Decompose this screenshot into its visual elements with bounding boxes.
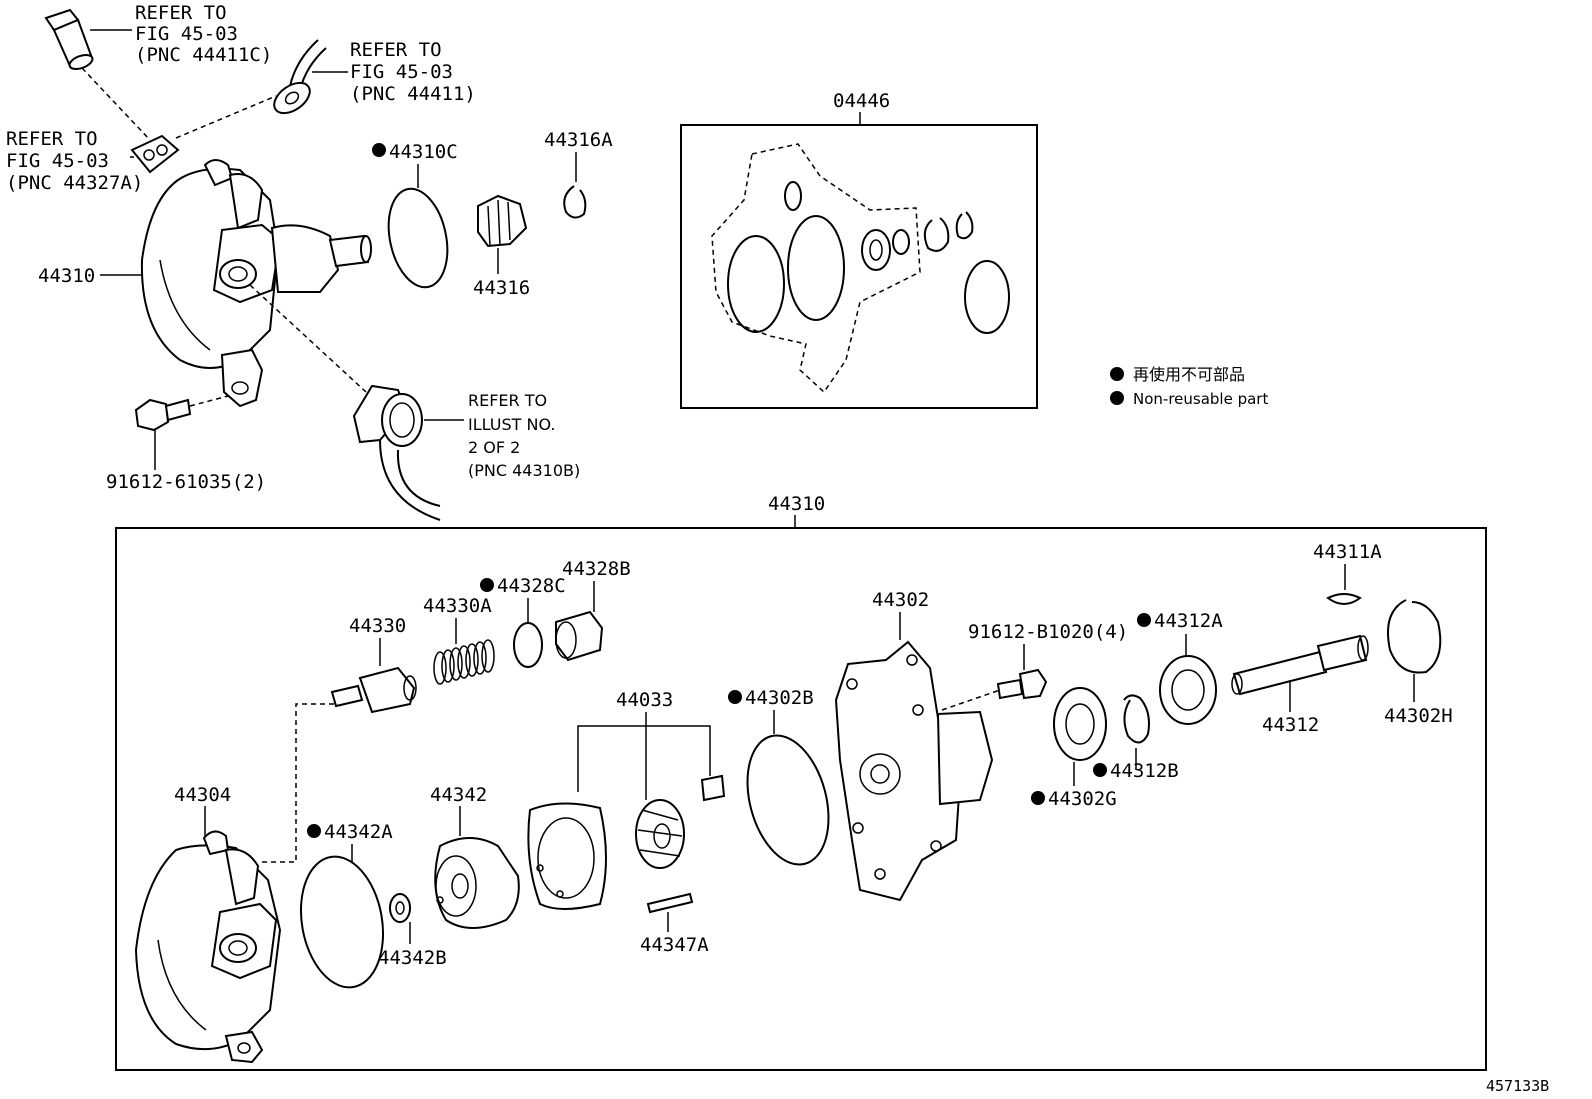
pump-shaft-icon: [1231, 634, 1369, 696]
woodruff-key-icon: [1326, 593, 1362, 605]
ref-line-4: (PNC 44310B): [468, 461, 580, 480]
pulley-nut-icon: [477, 194, 528, 248]
non-reusable-dot-icon: [307, 824, 321, 838]
flow-control-valve-icon: [330, 666, 417, 714]
cam-ring-icon: [527, 802, 607, 910]
ref-line-3: 2 OF 2: [468, 438, 520, 457]
flange-bolt-icon: [134, 398, 192, 432]
non-reusable-dot-icon: [372, 143, 386, 157]
seal-icon: [892, 229, 910, 255]
reference-banjo-bolt: REFER TO FIG 45-03 (PNC 44411C): [135, 2, 272, 66]
legend-en: Non-reusable part: [1133, 390, 1268, 408]
ref-line-3: (PNC 44327A): [6, 172, 143, 194]
legend-jp: 再使用不可部品: [1133, 365, 1245, 384]
part-label-44330a: 44330A: [423, 595, 492, 617]
figure-id: 457133B: [1486, 1077, 1549, 1095]
legend: 再使用不可部品 Non-reusable part: [1110, 365, 1268, 408]
ref-line-1: REFER TO: [350, 39, 442, 61]
assembly-box-frame: [115, 527, 1487, 1071]
non-reusable-dot-icon: [1093, 763, 1107, 777]
rear-housing-icon: [134, 830, 282, 1064]
pin-icon: [646, 892, 694, 914]
non-reusable-dot-icon: [1110, 391, 1124, 405]
ref-line-3: (PNC 44411): [350, 83, 476, 105]
ref-line-2: FIG 45-03: [135, 23, 238, 45]
seal-icon: [389, 893, 411, 923]
non-reusable-dot-icon: [1110, 367, 1124, 381]
part-label-04446: 04446: [833, 90, 890, 112]
o-ring-icon: [387, 187, 449, 289]
part-label-44310c: 44310C: [389, 141, 458, 163]
hose-union-icon: [273, 39, 327, 115]
part-label-44033: 44033: [616, 689, 673, 711]
plug-icon: [555, 610, 604, 662]
spring-icon: [433, 639, 495, 685]
part-label-44302h: 44302H: [1384, 705, 1453, 727]
part-label-44347a: 44347A: [640, 934, 709, 956]
bearing-icon: [1053, 687, 1107, 761]
snap-ring-icon: [955, 211, 974, 240]
part-label-44312: 44312: [1262, 714, 1319, 736]
o-ring-icon: [299, 855, 385, 989]
ref-line-1: REFER TO: [468, 391, 547, 410]
part-label-44328c: 44328C: [497, 575, 566, 597]
o-ring-icon: [964, 260, 1010, 334]
part-label-44342a: 44342A: [324, 821, 393, 843]
flange-bolt-icon: [996, 668, 1048, 700]
bearing-icon: [1159, 655, 1217, 725]
ref-line-1: REFER TO: [135, 2, 227, 24]
non-reusable-dot-icon: [480, 578, 494, 592]
reference-hose-union: REFER TO FIG 45-03 (PNC 44411): [350, 39, 476, 105]
part-label-44302b: 44302B: [745, 687, 814, 709]
part-label-44316: 44316: [473, 277, 530, 299]
non-reusable-dot-icon: [1031, 791, 1045, 805]
pump-assembly-illustration: [44, 8, 464, 521]
part-label-44312a: 44312A: [1154, 610, 1223, 632]
part-label-44304: 44304: [174, 784, 231, 806]
part-label-44342b: 44342B: [378, 947, 447, 969]
part-label-44302g: 44302G: [1048, 788, 1117, 810]
suction-port-icon: [352, 384, 441, 521]
ref-line-1: REFER TO: [6, 128, 98, 150]
non-reusable-dot-icon: [1137, 613, 1151, 627]
ref-line-2: FIG 45-03: [6, 150, 109, 172]
rotor-icon: [635, 799, 685, 869]
part-label-44330: 44330: [349, 615, 406, 637]
snap-ring-icon: [563, 185, 587, 219]
part-label-44311a: 44311A: [1313, 541, 1382, 563]
banjo-bolt-icon: [44, 8, 94, 70]
part-label-44316a: 44316A: [544, 129, 613, 151]
non-reusable-dot-icon: [728, 690, 742, 704]
part-label-bolt: 91612-61035(2): [106, 471, 266, 493]
part-label-44310: 44310: [38, 265, 95, 287]
part-label-44342: 44342: [430, 784, 487, 806]
reference-gasket: REFER TO FIG 45-03 (PNC 44327A): [6, 128, 143, 194]
ref-line-2: ILLUST NO.: [468, 415, 555, 434]
o-ring-icon: [787, 215, 845, 321]
bearing-icon: [861, 229, 891, 271]
o-ring-icon: [727, 235, 785, 333]
assembly-title: 44310: [768, 493, 825, 515]
power-steering-pump-icon: [140, 159, 372, 408]
snap-ring-icon: [923, 217, 950, 252]
pump-front-housing-icon: [834, 640, 994, 902]
side-plate-icon: [434, 837, 520, 929]
reference-suction-port: REFER TO ILLUST NO. 2 OF 2 (PNC 44310B): [468, 391, 580, 480]
part-label-44302: 44302: [872, 589, 929, 611]
snap-ring-icon: [1387, 599, 1442, 674]
part-label-91612-b1020: 91612-B1020(4): [968, 621, 1128, 643]
kit-box-frame: [680, 124, 1038, 409]
o-ring-icon: [746, 734, 830, 866]
gasket-kit-illustration: [711, 143, 1010, 394]
o-ring-icon: [513, 622, 543, 668]
part-label-44328b: 44328B: [562, 558, 631, 580]
gasket-icon: [130, 134, 180, 174]
ref-line-2: FIG 45-03: [350, 61, 453, 83]
vane-icon: [700, 774, 726, 802]
snap-ring-icon: [1123, 694, 1150, 744]
ref-line-3: (PNC 44411C): [135, 44, 272, 66]
o-ring-icon: [784, 181, 802, 211]
part-label-44312b: 44312B: [1110, 760, 1179, 782]
